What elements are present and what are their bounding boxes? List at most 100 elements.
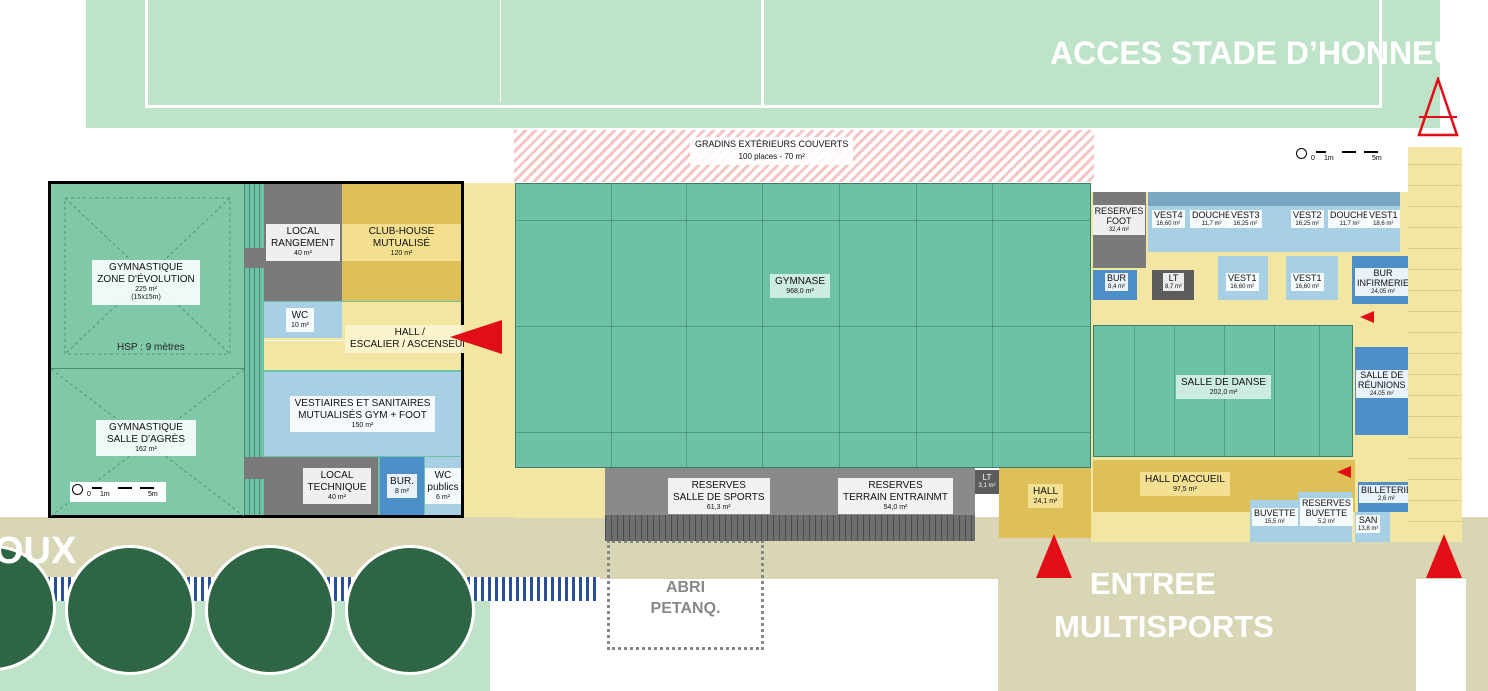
vest2-name: VEST2 <box>1293 210 1322 220</box>
reserves-buvette-label: RESERVES BUVETTE 5,2 m² <box>1300 498 1353 527</box>
scale-zero-east: 0 <box>1311 155 1315 162</box>
salle-reunions-l1: SALLE DE <box>1360 370 1404 380</box>
gym-evolution-l2: ZONE D'ÉVOLUTION <box>97 274 195 285</box>
billeterie-area: 2,6 m² <box>1378 495 1396 502</box>
wc-small-area-2: 10 m² <box>291 322 309 329</box>
entrance-arrow-west-icon <box>450 320 502 354</box>
local-rangement-l1: LOCAL <box>286 226 320 238</box>
ground-right-strip <box>1466 527 1488 691</box>
scale-bar-west: 0 1m 5m <box>70 482 166 502</box>
abri-label-1: ABRI <box>665 579 706 596</box>
vestiaires-area: 150 m² <box>351 421 374 429</box>
local-rangement-area: 40 m² <box>294 250 312 258</box>
reserves-foot-label: RESERVES FOOT 32,4 m² <box>1093 205 1145 236</box>
reserves-buvette-l2: BUVETTE <box>1305 507 1348 518</box>
local-rangement-label: LOCAL RANGEMENT 40 m² <box>266 224 340 261</box>
douche1-area: 11,7 m² <box>1201 220 1222 227</box>
san-name: SAN <box>1358 515 1378 525</box>
wc-publics: WC publics 6 m² <box>425 457 461 515</box>
gym-grid-v6 <box>992 184 993 467</box>
vest3-area: 16,25 m² <box>1233 220 1258 227</box>
vest1-top-area: 18,6 m² <box>1373 220 1394 227</box>
billeterie-label: BILLETERIE 2,6 m² <box>1359 485 1415 504</box>
gym-grid-h1 <box>516 220 1090 221</box>
entrance-arrow-south-icon <box>1036 534 1072 578</box>
rangement-notch <box>244 248 266 268</box>
vest1-top-label: VEST1 18,6 m² <box>1367 210 1400 229</box>
vest1-a-label: VEST1 16,60 m² <box>1226 273 1259 292</box>
reserves-foot-l1: RESERVES <box>1094 206 1144 216</box>
salle-reunions-label: SALLE DE RÉUNIONS 24,05 m² <box>1356 370 1408 399</box>
club-house-label: CLUB-HOUSE MUTUALISÉ 120 m² <box>342 224 461 261</box>
club-house-area: 120 m² <box>390 250 413 258</box>
gym-grid-v5 <box>916 184 917 467</box>
local-rangement-l2: RANGEMENT <box>271 238 335 250</box>
hall-escalier-label: HALL / ESCALIER / ASCENSEUR <box>345 325 475 353</box>
hall-accueil-name: HALL D'ACCUEIL <box>1145 474 1225 485</box>
reserves-buvette-l1: RESERVES <box>1302 498 1351 508</box>
danse-grid-v1 <box>1134 326 1135 456</box>
lt-east-area: 8,7 m² <box>1165 283 1183 290</box>
local-technique: LOCAL TECHNIQUE 40 m² <box>264 457 378 515</box>
vest-row-top-dark <box>1148 192 1400 206</box>
hall-accueil-area: 97,5 m² <box>1173 486 1197 493</box>
reserves-terrain-label: RESERVES TERRAIN ENTRAINMT 54,0 m² <box>838 478 953 515</box>
local-rangement: LOCAL RANGEMENT 40 m² <box>264 184 342 301</box>
lt-small-area: 3,1 m² <box>978 483 996 490</box>
reserves-sports-area: 61,3 m² <box>706 504 731 511</box>
entree-label-1: ENTREE <box>1090 566 1216 601</box>
salle-danse-label: SALLE DE DANSE 202,0 m² <box>1176 375 1272 400</box>
bur-east-area: 8,4 m² <box>1108 283 1126 290</box>
gym-evolution-area: 225 m² <box>135 286 157 293</box>
scale-zero: 0 <box>87 491 91 498</box>
scale-seg-2 <box>118 487 132 489</box>
gym-south-strip <box>515 468 605 518</box>
local-technique-l2: TECHNIQUE <box>307 481 367 493</box>
bur-small-label: BUR. 8 m² <box>387 473 417 499</box>
bur-infirmerie-area: 24,05 m² <box>1371 288 1395 295</box>
hall-small-name: HALL <box>1033 486 1059 497</box>
buvette-name: BUVETTE <box>1254 508 1296 518</box>
danse-grid-v2 <box>1174 326 1175 456</box>
scale-one: 1m <box>100 491 110 498</box>
wc-small-name-2: WC <box>291 310 309 321</box>
san-area: 13,8 m² <box>1358 525 1379 532</box>
wc-publics-area: 6 m² <box>435 493 450 501</box>
lt-small: LT 3,1 m² <box>975 470 999 494</box>
douche1-label: DOUCHE 11,7 m² <box>1190 210 1234 229</box>
scale-seg-e1 <box>1316 151 1326 153</box>
billeterie-name: BILLETERIE <box>1361 485 1413 495</box>
vestiaires-l2: MUTUALISÉS GYM + FOOT <box>298 409 427 421</box>
gym-agres-label: GYMNASTIQUE SALLE D'AGRÈS 162 m² <box>96 420 196 457</box>
gymnase-area: 968,0 m² <box>786 288 814 295</box>
reserves-buvette-area: 5,2 m² <box>1317 518 1335 525</box>
stadium-field <box>86 0 1440 128</box>
gym-evolution-dims: (15x15m) <box>131 294 161 302</box>
wc-small-label-top: WC 10 m² <box>286 308 314 333</box>
north-icon <box>72 484 83 495</box>
reserves-sports-l2: SALLE DE SPORTS <box>673 492 765 503</box>
douche1-name: DOUCHE <box>1192 210 1232 220</box>
salle-danse-area: 202,0 m² <box>1209 389 1238 396</box>
entrance-arrow-outline-icon <box>1417 77 1459 137</box>
scale-seg-1 <box>92 487 102 489</box>
gym-evolution-l1: GYMNASTIQUE <box>109 262 183 273</box>
scale-seg-e3 <box>1364 151 1378 153</box>
vest4-name: VEST4 <box>1154 210 1183 220</box>
vest1-b-label: VEST1 16,60 m² <box>1291 273 1324 292</box>
bur-east-name: BUR <box>1107 273 1127 283</box>
reserves-sports-l1: RESERVES <box>691 480 746 491</box>
gradins-name: GRADINS EXTÉRIEURS COUVERTS <box>695 139 849 149</box>
vest3-name: VEST3 <box>1231 210 1260 220</box>
ground-lower-entree <box>998 579 1416 691</box>
vestiaires-l1: VESTIAIRES ET SANITAIRES <box>294 397 431 409</box>
connector-corridor <box>464 183 515 517</box>
bur-infirmerie-label: BUR INFIRMERIE 24,05 m² <box>1355 268 1412 297</box>
club-house-name: CLUB-HOUSE MUTUALISÉ <box>368 226 435 250</box>
vest2-area: 16,25 m² <box>1295 220 1320 227</box>
gym-grid-h2 <box>516 326 1090 327</box>
san-label: SAN 13,8 m² <box>1356 515 1381 534</box>
tree-2 <box>65 545 195 675</box>
salle-reunions-area: 24,05 m² <box>1369 390 1394 397</box>
reserves-terrain-l1: RESERVES <box>868 480 923 491</box>
